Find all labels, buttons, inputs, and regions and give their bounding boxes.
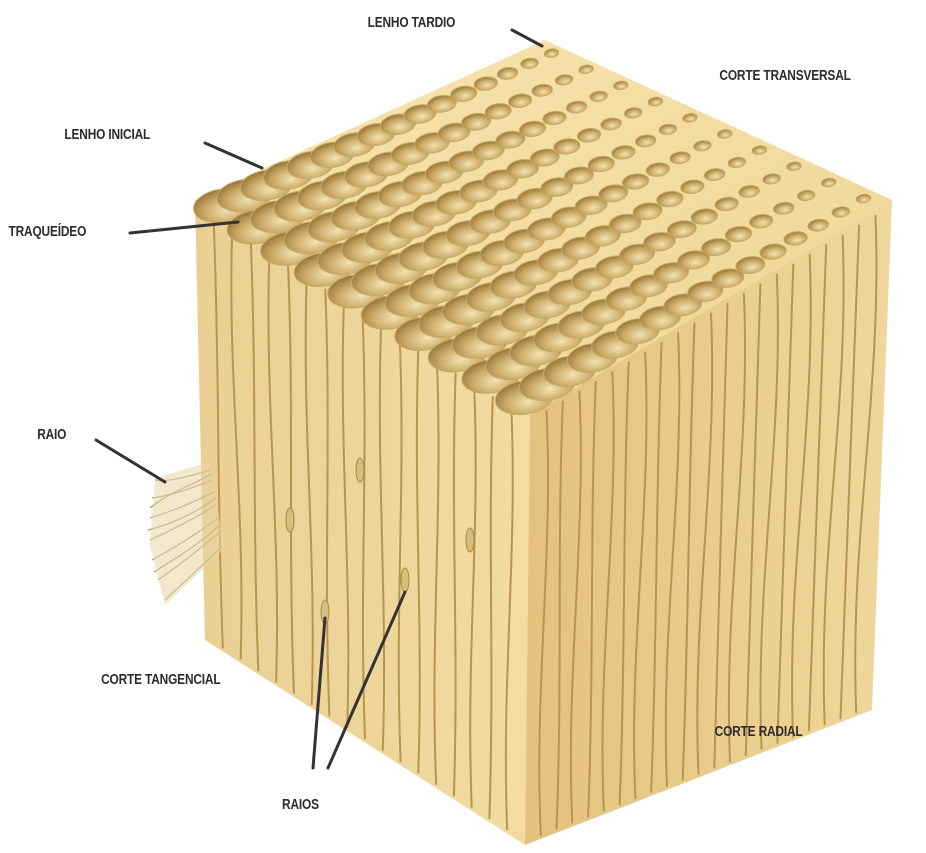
label-lenho-tardio: LENHO TARDIO xyxy=(368,15,456,31)
label-raio: RAIO xyxy=(37,427,66,443)
label-corte-radial: CORTE RADIAL xyxy=(715,724,803,740)
ray-lens xyxy=(401,568,409,592)
label-corte-tangencial: CORTE TANGENCIAL xyxy=(101,672,220,688)
label-lenho-inicial: LENHO INICIAL xyxy=(64,127,150,143)
label-traqueideo: TRAQUEÍDEO xyxy=(9,224,87,240)
leader-lenho-tardio xyxy=(512,30,542,46)
ray-lens xyxy=(466,528,474,552)
label-raios: RAIOS xyxy=(282,797,319,813)
ray-lens xyxy=(286,508,294,532)
leader-raio xyxy=(96,440,165,482)
leader-lenho-inicial xyxy=(205,143,262,168)
ray-lens xyxy=(356,458,364,482)
label-corte-transversal: CORTE TRANSVERSAL xyxy=(719,68,850,84)
